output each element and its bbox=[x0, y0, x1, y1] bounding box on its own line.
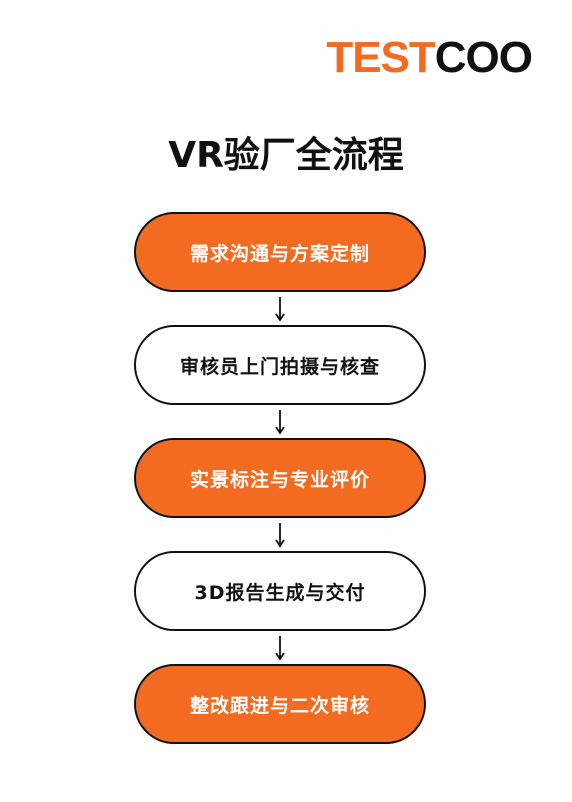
flow-arrow-2 bbox=[134, 405, 426, 438]
flow-step-2: 审核员上门拍摄与核查 bbox=[134, 325, 426, 405]
arrow-down-icon bbox=[275, 296, 285, 322]
flow-step-3: 实景标注与专业评价 bbox=[134, 438, 426, 518]
logo-text-test: TEST bbox=[326, 33, 435, 82]
process-flow: 需求沟通与方案定制 审核员上门拍摄与核查 实景标注与专业评价 3D报告生成与交付… bbox=[134, 212, 426, 744]
flow-step-4: 3D报告生成与交付 bbox=[134, 551, 426, 631]
flow-step-1: 需求沟通与方案定制 bbox=[134, 212, 426, 292]
flow-step-5: 整改跟进与二次审核 bbox=[134, 664, 426, 744]
brand-logo: TESTCOO bbox=[326, 33, 533, 82]
page-title: VR验厂全流程 bbox=[168, 135, 404, 176]
arrow-down-icon bbox=[275, 409, 285, 435]
flow-arrow-1 bbox=[134, 292, 426, 325]
arrow-down-icon bbox=[275, 522, 285, 548]
flow-arrow-3 bbox=[134, 518, 426, 551]
flow-arrow-4 bbox=[134, 631, 426, 664]
arrow-down-icon bbox=[275, 635, 285, 661]
logo-text-coo: COO bbox=[434, 33, 533, 82]
